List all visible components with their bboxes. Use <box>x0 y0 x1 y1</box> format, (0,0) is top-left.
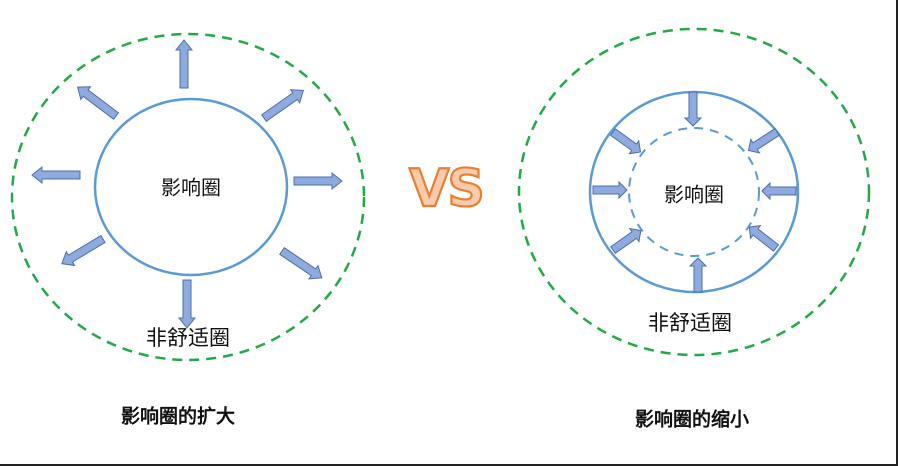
left-outer-dashed-circle <box>10 32 366 362</box>
left-inner-circle <box>93 97 289 277</box>
arrow-down-left-icon <box>743 124 782 158</box>
right-inner-dashed-circle <box>628 127 760 257</box>
arrow-down-icon <box>684 91 702 127</box>
left-outer-label: 非舒适圈 <box>146 326 230 350</box>
left-inner-label: 影响圈 <box>161 175 221 200</box>
vs-label: VS <box>409 159 483 219</box>
right-inner-label: 影响圈 <box>664 182 724 207</box>
left-diagram <box>10 32 366 362</box>
arrow-up-icon <box>175 39 193 89</box>
arrow-up-icon <box>689 257 707 293</box>
right-outer-label: 非舒适圈 <box>648 311 732 335</box>
arrow-right-icon <box>592 181 628 199</box>
arrow-down-right-icon <box>277 243 327 285</box>
left-caption: 影响圈的扩大 <box>120 405 236 428</box>
arrow-down-icon <box>178 279 196 329</box>
arrow-left-icon <box>761 182 797 200</box>
arrow-up-left-icon <box>72 80 122 123</box>
arrow-right-icon <box>293 172 343 190</box>
arrow-down-right-icon <box>607 125 646 159</box>
arrow-up-right-icon <box>258 83 309 126</box>
right-diagram <box>517 27 871 357</box>
right-outer-dashed-circle <box>517 27 871 357</box>
arrow-left-icon <box>31 166 81 184</box>
arrow-down-left-icon <box>57 231 108 272</box>
right-caption: 影响圈的缩小 <box>634 408 750 431</box>
